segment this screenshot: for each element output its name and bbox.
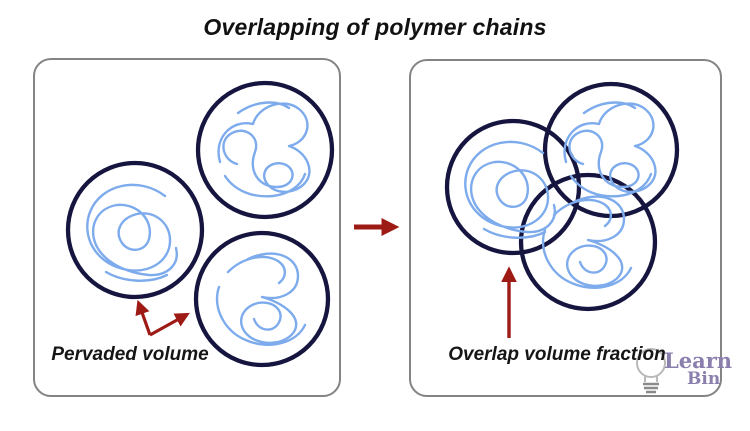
polymer-coil-boundary bbox=[518, 172, 658, 312]
overlap-volume-label: Overlap volume fraction bbox=[448, 344, 666, 365]
polymer-chain bbox=[464, 140, 556, 239]
bulb-neck bbox=[644, 376, 658, 382]
overlap-volume-panel: Learn Bin Overlap volume fraction bbox=[409, 59, 732, 397]
pervaded-volume-diagram bbox=[65, 80, 335, 368]
pervaded-volume-panel: Pervaded volume bbox=[33, 58, 341, 397]
polymer-chain bbox=[215, 252, 307, 346]
polymer-coil-boundary bbox=[65, 160, 205, 300]
page-title: Overlapping of polymer chains bbox=[203, 14, 547, 40]
pervaded-volume-pointer-arrow-icon bbox=[149, 312, 190, 337]
polymer-chain bbox=[86, 183, 178, 282]
pervaded-volume-label: Pervaded volume bbox=[51, 344, 209, 365]
polymer-chain bbox=[217, 101, 311, 198]
polymer-chain bbox=[563, 101, 657, 198]
polymer-chain bbox=[541, 195, 633, 289]
logo-learn-text: Learn bbox=[664, 348, 733, 373]
pervaded-volume-pointer-arrow-icon bbox=[135, 299, 152, 336]
lightbulb-icon bbox=[636, 348, 666, 394]
transition-arrow-icon bbox=[354, 218, 400, 236]
bulb-glass bbox=[636, 348, 666, 378]
polymer-coil-boundary bbox=[195, 80, 335, 220]
polymer-coil-boundary bbox=[444, 118, 582, 256]
logo-bin-text: Bin bbox=[687, 369, 721, 389]
overlap-volume-diagram bbox=[444, 81, 680, 338]
polymer-coil-boundary bbox=[193, 230, 331, 368]
bulb-screw-threads bbox=[643, 382, 659, 394]
learnbin-logo: Learn Bin bbox=[633, 345, 732, 397]
